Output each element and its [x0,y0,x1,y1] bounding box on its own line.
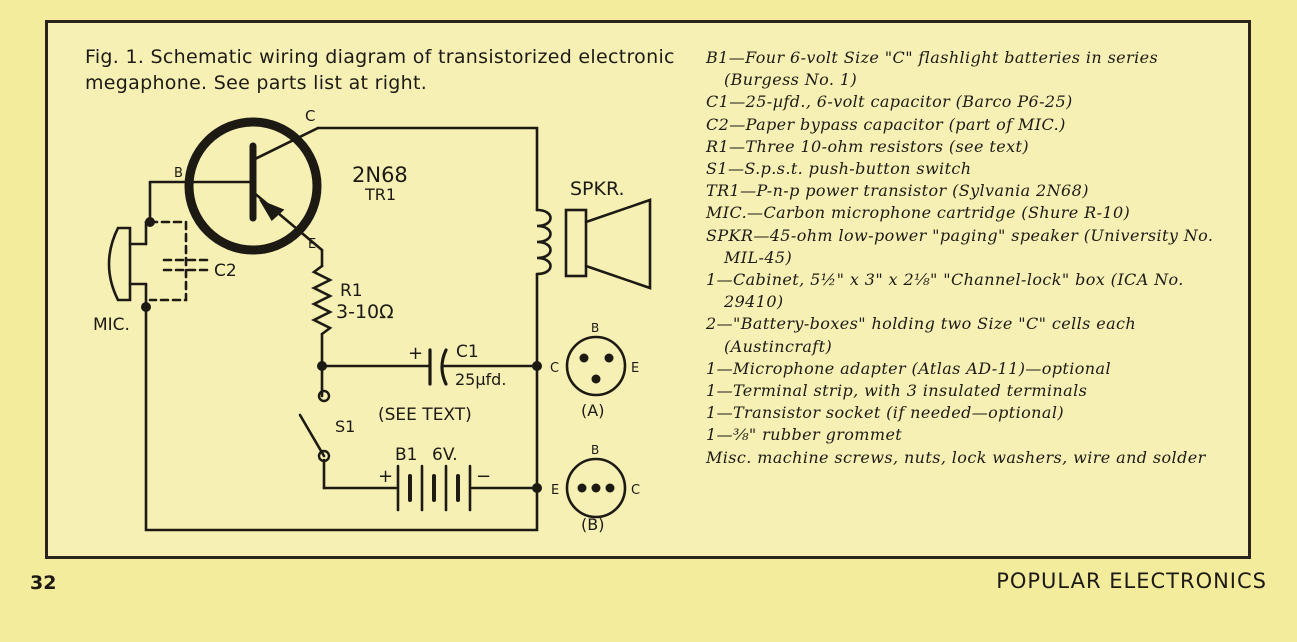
emitter-arrow [258,199,285,222]
parts-list-item: MIC.—Carbon microphone cartridge (Shure … [706,203,1131,223]
speaker-magnet [564,208,588,278]
label-cap-value: 25µfd. [455,370,506,389]
parts-list-item: C1—25-µfd., 6-volt capacitor (Barco P6-2… [706,92,1073,112]
parts-list-item: Misc. machine screws, nuts, lock washers… [706,447,1206,467]
return-wire [144,272,539,532]
parts-list-item: TR1—P-n-p power transistor (Sylvania 2N6… [706,181,1089,201]
label-cap-ref: C1 [456,342,479,362]
parts-list-item: 1—Cabinet, 5½" x 3" x 2⅛" "Channel-lock"… [706,270,1184,312]
junction-dot [532,361,542,371]
label-base: B [174,166,183,181]
label-transistor-ref: TR1 [364,185,396,204]
parts-list-item: C2—Paper bypass capacitor (part of MIC.) [706,114,1066,134]
label-cap-plus: + [408,343,423,364]
label-resistor-value: 3-10Ω [336,301,394,323]
parts-list-item: 1—Terminal strip, with 3 insulated termi… [706,381,1088,401]
collector-wire [316,126,539,212]
transistor-collector-lead [251,126,320,162]
label-collector: C [305,107,315,125]
junction-dot [141,302,151,312]
label-transistor-model: 2N68 [352,163,408,187]
socket-b-pin [577,483,587,493]
label-switch: S1 [335,417,355,436]
socket-b-pin [605,483,615,493]
label-socket-a: (A) [581,401,604,420]
label-emitter: E [308,237,316,252]
label-socket-b-b: B [591,443,599,457]
label-see-text: (SEE TEXT) [378,405,472,425]
switch-s1-blade [298,413,326,458]
transistor-envelope [184,117,322,255]
figure-frame [45,20,1251,559]
socket-b [565,457,627,519]
parts-list-item: 2—"Battery-boxes" holding two Size "C" c… [706,314,1137,356]
junction-dot [145,217,155,227]
switch-contact-top [317,389,331,403]
socket-a-pin [604,353,614,363]
microphone-body [107,226,132,302]
switch-contact-bottom [317,449,331,463]
socket-a-pin [591,374,601,384]
label-bypass-cap: C2 [214,261,237,281]
label-socket-b: (B) [581,515,604,534]
parts-list-item: R1—Three 10-ohm resistors (see text) [706,136,1029,156]
parts-list-item: B1—Four 6-volt Size "C" flashlight batte… [706,48,1159,90]
resistor-r1 [311,264,333,336]
figure-caption: Fig. 1. Schematic wiring diagram of tran… [85,46,675,94]
label-socket-a-b: B [591,321,599,335]
junction-dot [317,361,327,371]
junction-dot [532,483,542,493]
parts-list-item: 1—Transistor socket (if needed—optional) [706,403,1064,423]
label-speaker: SPKR. [570,178,625,200]
label-battery-ref: B1 [395,445,417,465]
label-battery-value: 6V. [432,445,458,465]
speaker-coil [535,208,552,276]
socket-a-pin [579,353,589,363]
c1-plate-negative [440,348,448,386]
parts-list-item: 1—Microphone adapter (Atlas AD-11)—optio… [706,358,1111,378]
label-socket-a-e: E [631,361,639,376]
label-battery-plus: + [378,466,393,487]
speaker-horn [584,198,652,290]
label-battery-minus: − [476,466,491,487]
label-microphone: MIC. [93,315,130,335]
label-socket-b-e: E [551,483,559,498]
battery-b1 [396,464,472,512]
parts-list: B1—Four 6-volt Size "C" flashlight batte… [706,47,1226,469]
parts-list-item: S1—S.p.s.t. push-button switch [706,159,972,179]
parts-list-item: SPKR—45-ohm low-power "paging" speaker (… [706,225,1214,267]
label-socket-b-c: C [631,483,640,498]
parts-list-item: 1—⅜" rubber grommet [706,425,903,445]
socket-b-pin [591,483,601,493]
page-number: 32 [30,572,57,594]
label-socket-a-c: C [550,361,559,376]
magazine-name: POPULAR ELECTRONICS [996,569,1267,593]
socket-a [565,335,627,397]
label-resistor-ref: R1 [340,281,363,301]
c2-capacitor [148,220,188,302]
